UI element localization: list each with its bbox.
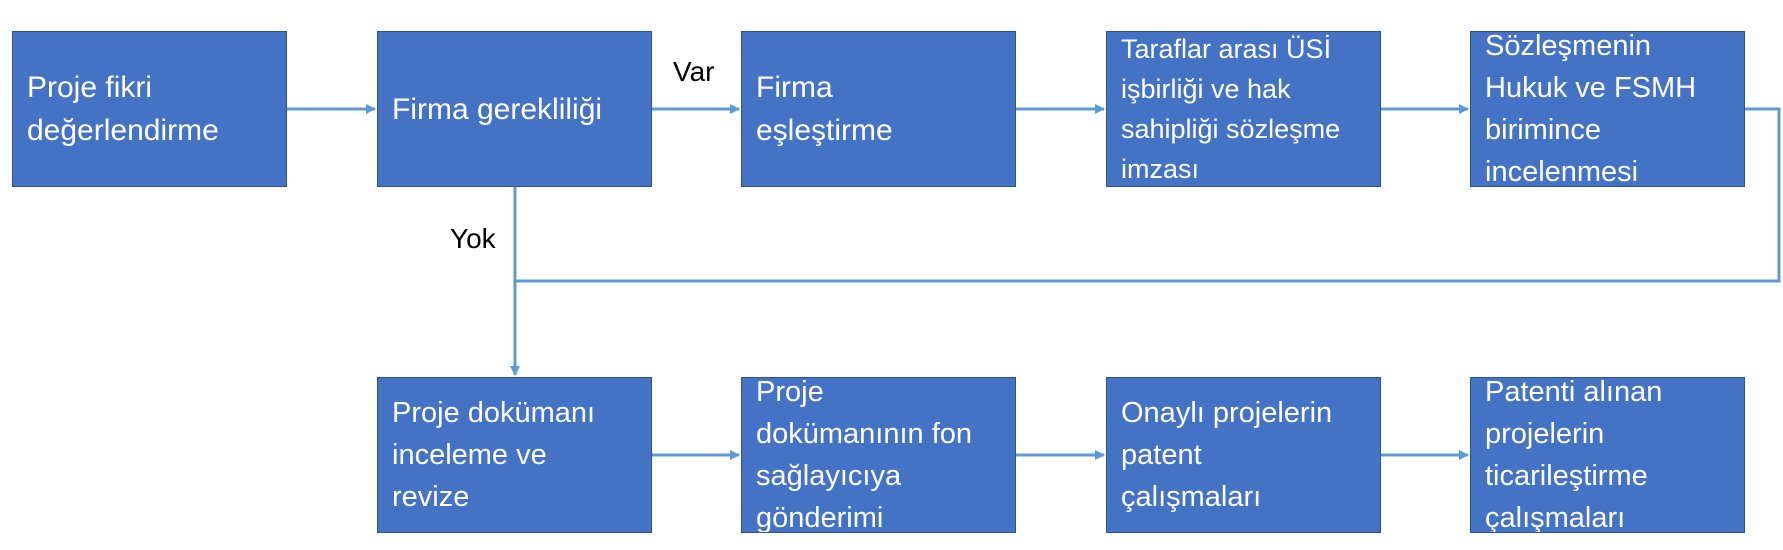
node-label: Sözleşmenin Hukuk ve FSMH birimince ince… — [1485, 31, 1697, 187]
node-firma-gerekliligi: Firma gerekliliği — [377, 31, 652, 187]
node-fon-saglayiciya-gonderim: Proje dokümanının fon sağlayıcıya gönder… — [741, 377, 1016, 533]
node-patent-calismalari: Onaylı projelerin patent çalışmaları — [1106, 377, 1381, 533]
node-usi-isbirligi-sozlesme-imzasi: Taraflar arası ÜSİ işbirliği ve hak sahi… — [1106, 31, 1381, 187]
node-proje-fikri-degerlendirme: Proje fikri değerlendirme — [12, 31, 287, 187]
node-label: Proje dokümanı inceleme ve revize — [392, 397, 596, 513]
edge-label-var: Var — [673, 56, 715, 87]
node-sozlesme-hukuk-fsmh-inceleme: Sözleşmenin Hukuk ve FSMH birimince ince… — [1470, 31, 1745, 187]
node-label: Onaylı projelerin patent çalışmaları — [1121, 397, 1333, 513]
node-label: Patenti alınan projelerin ticarileştirme… — [1485, 377, 1663, 533]
node-label: Firma gerekliliği — [392, 92, 603, 126]
node-firma-eslestirme: Firma eşleştirme — [741, 31, 1016, 187]
node-ticarilestirme-calismalari: Patenti alınan projelerin ticarileştirme… — [1470, 377, 1745, 533]
node-label: Proje fikri değerlendirme — [27, 71, 219, 147]
node-proje-dokumani-inceleme-revize: Proje dokümanı inceleme ve revize — [377, 377, 652, 533]
node-label: Firma eşleştirme — [756, 71, 893, 147]
loop-b5-to-merge — [515, 107, 1781, 283]
node-label: Proje dokümanının fon sağlayıcıya gönder… — [756, 377, 973, 533]
edge-label-yok: Yok — [450, 223, 496, 254]
node-label: Taraflar arası ÜSİ işbirliği ve hak sahi… — [1121, 34, 1341, 184]
